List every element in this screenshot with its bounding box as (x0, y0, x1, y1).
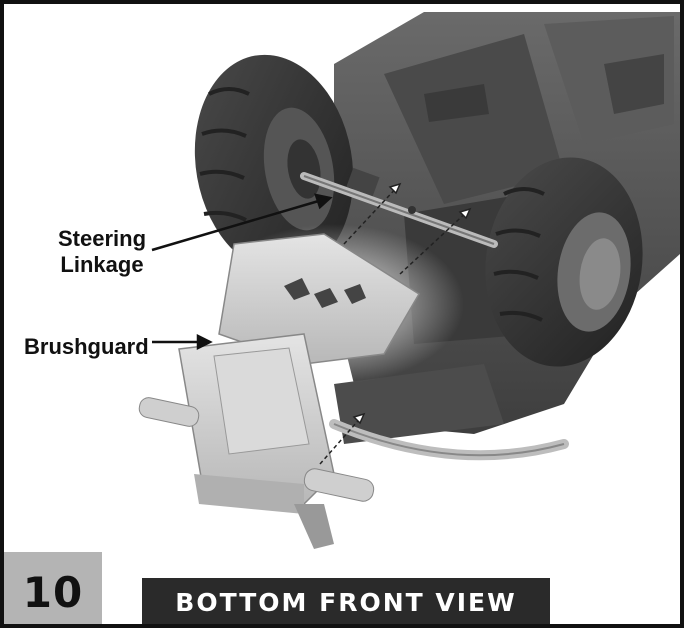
assembly-arrows (319, 183, 471, 465)
callout-leaders (151, 193, 333, 351)
steering-label-line2: Linkage (60, 252, 144, 277)
vehicle-illustration (138, 12, 680, 549)
step-number-badge: 10 (4, 552, 102, 624)
arrow-heads (352, 182, 472, 425)
view-title-banner: BOTTOM FRONT VIEW (142, 578, 550, 624)
right-tire (485, 157, 643, 367)
steering-linkage (300, 167, 498, 248)
steering-label-line1: Steering (57, 226, 147, 251)
brushguard (138, 233, 569, 549)
steering-linkage-label: Steering Linkage (48, 226, 156, 278)
brushguard-label: Brushguard (24, 334, 149, 359)
